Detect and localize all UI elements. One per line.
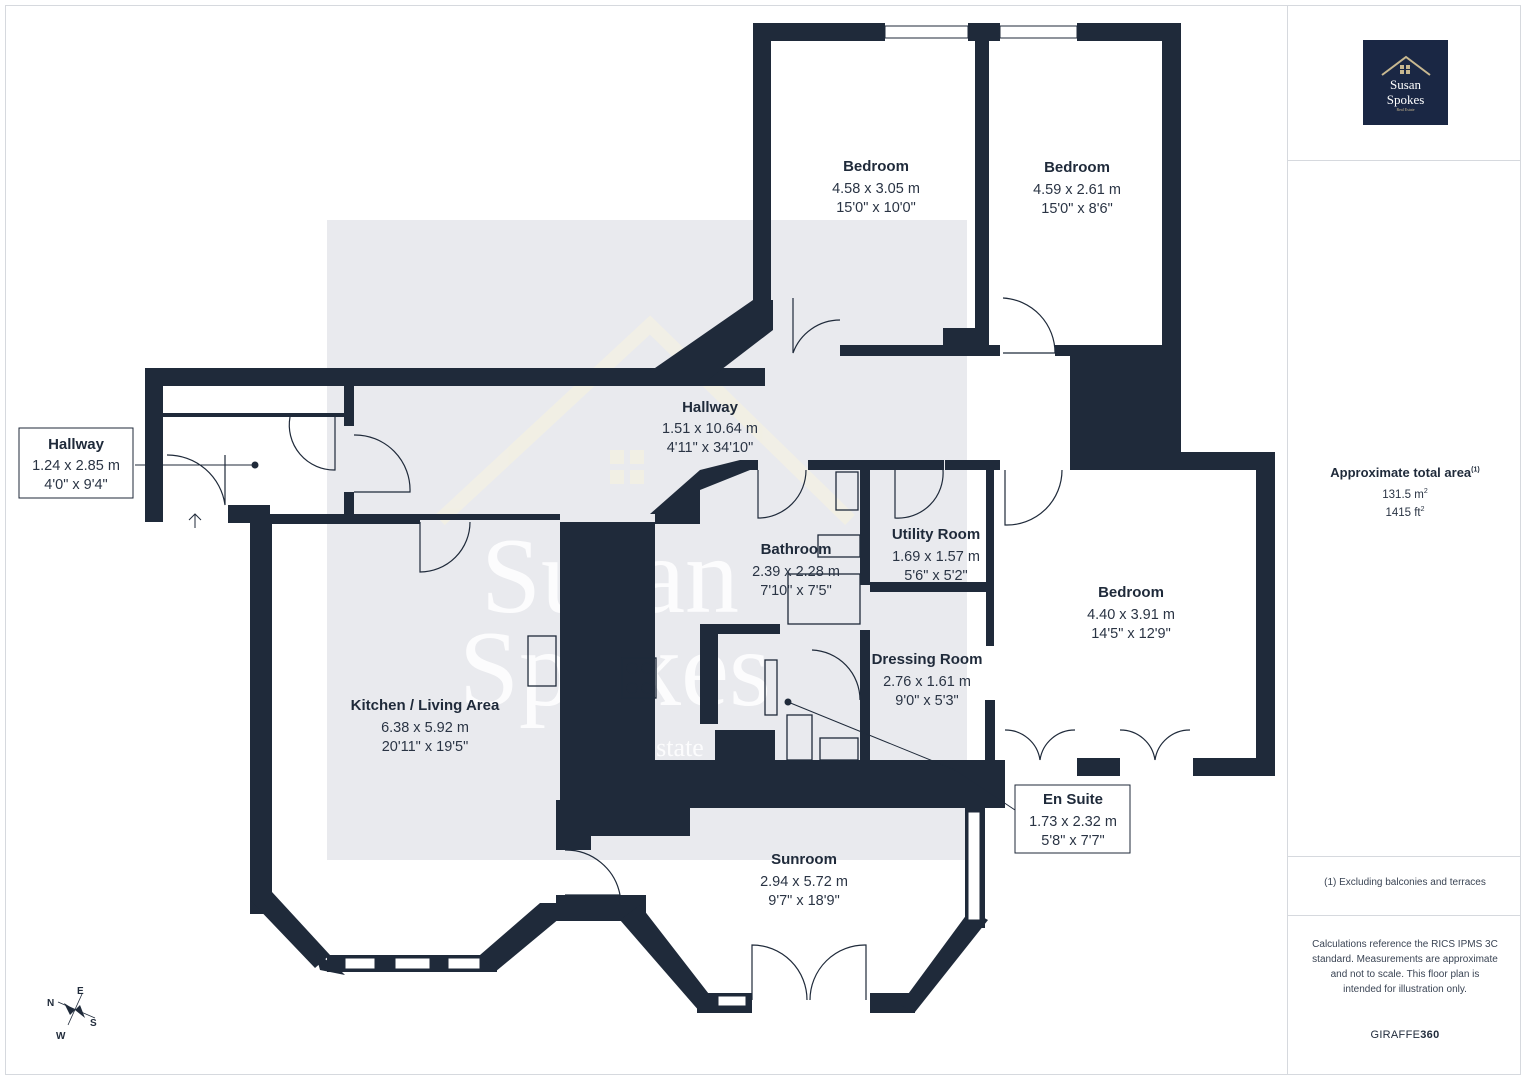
bath-sink	[835, 471, 859, 511]
room-metric-bedroom-3: 4.40 x 3.91 m	[1087, 607, 1175, 623]
room-name-ensuite: En Suite	[1043, 791, 1103, 808]
room-name-sunroom: Sunroom	[771, 851, 837, 868]
area-imperial: 1415 ft2	[1385, 505, 1425, 519]
logo-line-1: Susan	[1389, 76, 1422, 92]
area-metric: 131.5 m2	[1382, 488, 1428, 501]
room-imperial-bedroom-1: 15'0" x 10'0"	[836, 200, 916, 216]
kitchen-sink	[527, 635, 557, 687]
doors	[166, 297, 1191, 1001]
compass-e: E	[77, 986, 84, 997]
entry-arrow-icon	[188, 513, 202, 528]
floorplan-sheet	[5, 5, 1521, 1075]
room-metric-bathroom: 2.39 x 2.28 m	[752, 564, 840, 580]
fixtures	[527, 471, 861, 761]
hob	[621, 657, 657, 699]
room-metric-bedroom-1: 4.58 x 3.05 m	[832, 181, 920, 197]
compass-n: N	[47, 998, 54, 1009]
room-metric-utility: 1.69 x 1.57 m	[892, 549, 980, 565]
compass-icon: N E S W	[47, 986, 97, 1042]
logo-line-2: Spokes	[1386, 91, 1425, 107]
giraffe360-brand: GIRAFFE360	[1370, 1029, 1440, 1041]
room-name-utility: Utility Room	[892, 526, 980, 543]
room-metric-kitchen: 6.38 x 5.92 m	[381, 720, 469, 736]
sidebar-divider-bottom	[1288, 915, 1521, 916]
room-name-bedroom-1: Bedroom	[843, 158, 909, 175]
room-name-bedroom-2: Bedroom	[1044, 159, 1110, 176]
house-roof-icon	[1380, 55, 1431, 76]
area-footnote: (1) Excluding balconies and terraces	[1324, 877, 1486, 888]
floor-plan: Susan Spokes Real Estate	[18, 23, 1275, 1042]
room-imperial-hallway-entry: 4'0" x 9'4"	[44, 477, 107, 493]
room-name-kitchen: Kitchen / Living Area	[351, 697, 500, 714]
room-name-hallway-entry: Hallway	[48, 436, 105, 453]
room-name-dressing: Dressing Room	[872, 651, 983, 668]
room-metric-bedroom-2: 4.59 x 2.61 m	[1033, 182, 1121, 198]
room-imperial-bathroom: 7'10" x 7'5"	[760, 583, 831, 599]
room-name-bedroom-3: Bedroom	[1098, 584, 1164, 601]
room-imperial-bedroom-2: 15'0" x 8'6"	[1041, 201, 1112, 217]
company-logo: Susan Spokes Real Estate	[1363, 40, 1448, 125]
room-imperial-kitchen: 20'11" x 19'5"	[382, 739, 469, 755]
hallway-entry-label-box	[18, 427, 134, 499]
room-imperial-hallway-main: 4'11" x 34'10"	[667, 440, 754, 456]
room-name-hallway-main: Hallway	[682, 399, 739, 416]
logo-tagline: Real Estate	[1396, 106, 1415, 112]
shower	[787, 573, 861, 625]
room-imperial-dressing: 9'0" x 5'3"	[895, 693, 958, 709]
room-metric-dressing: 2.76 x 1.61 m	[883, 674, 971, 690]
windows	[344, 25, 1078, 1007]
sidebar-divider-middle	[1288, 856, 1521, 857]
toilet	[786, 714, 813, 761]
area-summary: Approximate total area(1) 131.5 m2 1415 …	[1288, 465, 1522, 519]
room-labels: Hallway 1.24 x 2.85 m 4'0" x 9'4" Hallwa…	[32, 158, 1175, 909]
area-title: Approximate total area(1)	[1330, 465, 1480, 480]
room-name-bathroom: Bathroom	[761, 541, 832, 558]
room-metric-ensuite: 1.73 x 2.32 m	[1029, 814, 1117, 830]
room-metric-hallway-main: 1.51 x 10.64 m	[662, 421, 758, 437]
leader-lines	[135, 464, 1016, 811]
calculation-note: Calculations reference the RICS IPMS 3C …	[1312, 939, 1498, 995]
room-metric-sunroom: 2.94 x 5.72 m	[760, 874, 848, 890]
room-imperial-bedroom-3: 14'5" x 12'9"	[1091, 626, 1171, 642]
room-imperial-sunroom: 9'7" x 18'9"	[768, 893, 839, 909]
sidebar: Susan Spokes Real Estate Approximate tot…	[1287, 5, 1521, 1075]
room-metric-hallway-entry: 1.24 x 2.85 m	[32, 458, 120, 474]
room-imperial-utility: 5'6" x 5'2"	[904, 568, 967, 584]
sidebar-divider-top	[1288, 160, 1521, 161]
ensuite-label-box	[1014, 784, 1131, 854]
room-imperial-ensuite: 5'8" x 7'7"	[1041, 833, 1104, 849]
compass-w: W	[56, 1031, 66, 1042]
compass-s: S	[90, 1018, 97, 1029]
